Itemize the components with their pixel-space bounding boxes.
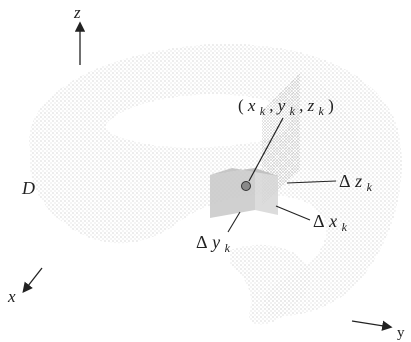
sample-point <box>241 181 251 191</box>
axes <box>22 21 393 331</box>
delta-y-leader <box>227 211 241 233</box>
x-axis-arrow <box>22 267 43 294</box>
point-comma-1: , <box>269 96 278 115</box>
point-open-paren: ( <box>238 96 244 115</box>
delta-z-label: Δ z k <box>339 171 373 194</box>
point-y-sub: k <box>290 104 296 118</box>
box-right-face <box>255 168 278 215</box>
box-front-face <box>210 168 255 218</box>
point-y: y <box>276 96 286 115</box>
z-axis-label: z <box>73 3 81 22</box>
delta-x-label: Δ x k <box>313 211 348 234</box>
point-close-paren: ) <box>328 96 334 115</box>
vertical-plane-back <box>262 72 300 205</box>
y-axis-label: y <box>397 325 405 341</box>
delta-y-sub: k <box>225 241 231 255</box>
solid-inner-hole <box>106 94 291 148</box>
sample-point-leader <box>248 117 284 182</box>
delta-z-var: z <box>354 171 362 191</box>
point-comma-2: , <box>299 96 308 115</box>
region-label-d: D <box>21 178 35 198</box>
point-z: z <box>307 96 315 115</box>
vertical-plane-side <box>300 72 361 175</box>
delta-y-symbol: Δ <box>196 232 208 252</box>
delta-x-sub: k <box>342 220 348 234</box>
point-x-sub: k <box>260 104 266 118</box>
volume-element-box <box>210 168 278 218</box>
delta-y-label: Δ y k <box>196 232 231 255</box>
delta-z-leader <box>286 180 337 184</box>
delta-x-leader <box>275 205 311 221</box>
solid-tail <box>230 244 311 325</box>
y-axis-arrow <box>351 320 393 331</box>
delta-y-var: y <box>210 232 220 252</box>
x-axis-label: x <box>7 287 16 306</box>
box-top-face <box>210 168 278 176</box>
point-z-sub: k <box>319 104 325 118</box>
delta-x-var: x <box>328 211 337 231</box>
delta-x-symbol: Δ <box>313 211 325 231</box>
cut-planes <box>262 72 361 205</box>
point-label: ( x k , y k , z k ) <box>238 96 334 119</box>
point-x: x <box>247 96 256 115</box>
delta-z-symbol: Δ <box>339 171 351 191</box>
delta-z-sub: k <box>367 180 373 194</box>
